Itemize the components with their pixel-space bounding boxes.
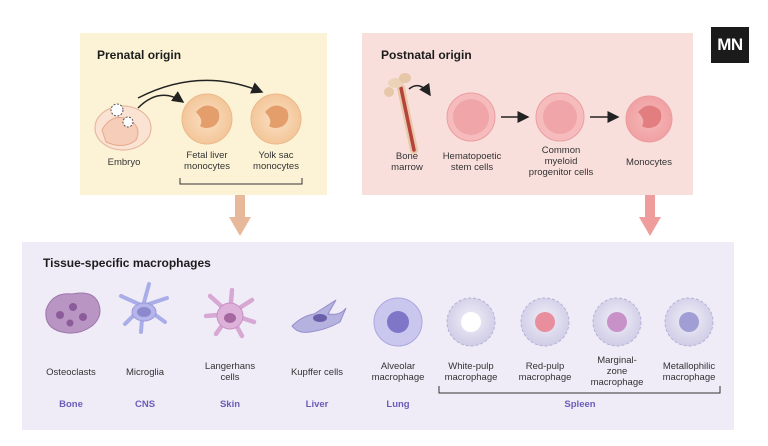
metallophilic-macrophage-icon <box>664 297 714 347</box>
fetal-liver-label: Fetal liver monocytes <box>184 150 230 172</box>
down-arrow-prenatal <box>229 195 251 236</box>
yolk-sac-monocyte-icon <box>250 93 302 145</box>
kupffer-cell-icon <box>291 299 347 333</box>
organ-label-skin: Skin <box>219 399 241 410</box>
bone-icon <box>384 73 418 154</box>
cell-label-marginal-zone: Marginal- zone macrophage <box>590 355 644 388</box>
down-arrow-postnatal <box>639 195 661 236</box>
organ-label-bone: Bone <box>59 399 83 410</box>
prenatal-title: Prenatal origin <box>97 48 182 62</box>
cell-label-metallophilic: Metallophilic macrophage <box>662 361 716 383</box>
hematopoetic-stem-cell-icon <box>446 92 496 142</box>
mn-logo: MN <box>711 27 749 63</box>
langerhans-cell-icon <box>203 287 257 339</box>
cell-label-red-pulp: Red-pulp macrophage <box>518 361 572 383</box>
fetal-liver-monocyte-icon <box>181 93 233 145</box>
organ-label-lung: Lung <box>386 399 410 410</box>
common-myeloid-progenitor-icon <box>535 92 585 142</box>
marginal-zone-macrophage-icon <box>592 297 642 347</box>
cmp-label: Common myeloid progenitor cells <box>528 145 594 178</box>
organ-label-spleen: Spleen <box>564 399 596 410</box>
hsc-label: Hematopoetic stem cells <box>442 151 502 173</box>
cell-label-microglia: Microglia <box>125 367 164 378</box>
cell-label-osteoclasts: Osteoclasts <box>46 367 96 378</box>
red-pulp-macrophage-icon <box>520 297 570 347</box>
white-pulp-macrophage-icon <box>446 297 496 347</box>
postnatal-title: Postnatal origin <box>381 48 472 62</box>
cell-label-langerhans: Langerhans cells <box>204 361 256 383</box>
monocytes-label: Monocytes <box>626 157 672 168</box>
osteoclast-icon <box>45 292 101 334</box>
embryo-label: Embryo <box>107 157 141 168</box>
monocyte-icon <box>625 95 673 143</box>
embryo-icon <box>94 103 152 151</box>
yolk-sac-label: Yolk sac monocytes <box>253 150 299 172</box>
tissue-title: Tissue-specific macrophages <box>43 256 211 270</box>
cell-label-kupffer: Kupffer cells <box>290 367 344 378</box>
bone-marrow-label: Bone marrow <box>391 151 423 173</box>
cell-label-white-pulp: White-pulp macrophage <box>444 361 498 383</box>
microglia-icon <box>119 282 169 334</box>
organ-label-liver: Liver <box>305 399 329 410</box>
organ-label-cns: CNS <box>134 399 156 410</box>
alveolar-macrophage-icon <box>373 297 423 347</box>
cell-label-alveolar: Alveolar macrophage <box>371 361 425 383</box>
